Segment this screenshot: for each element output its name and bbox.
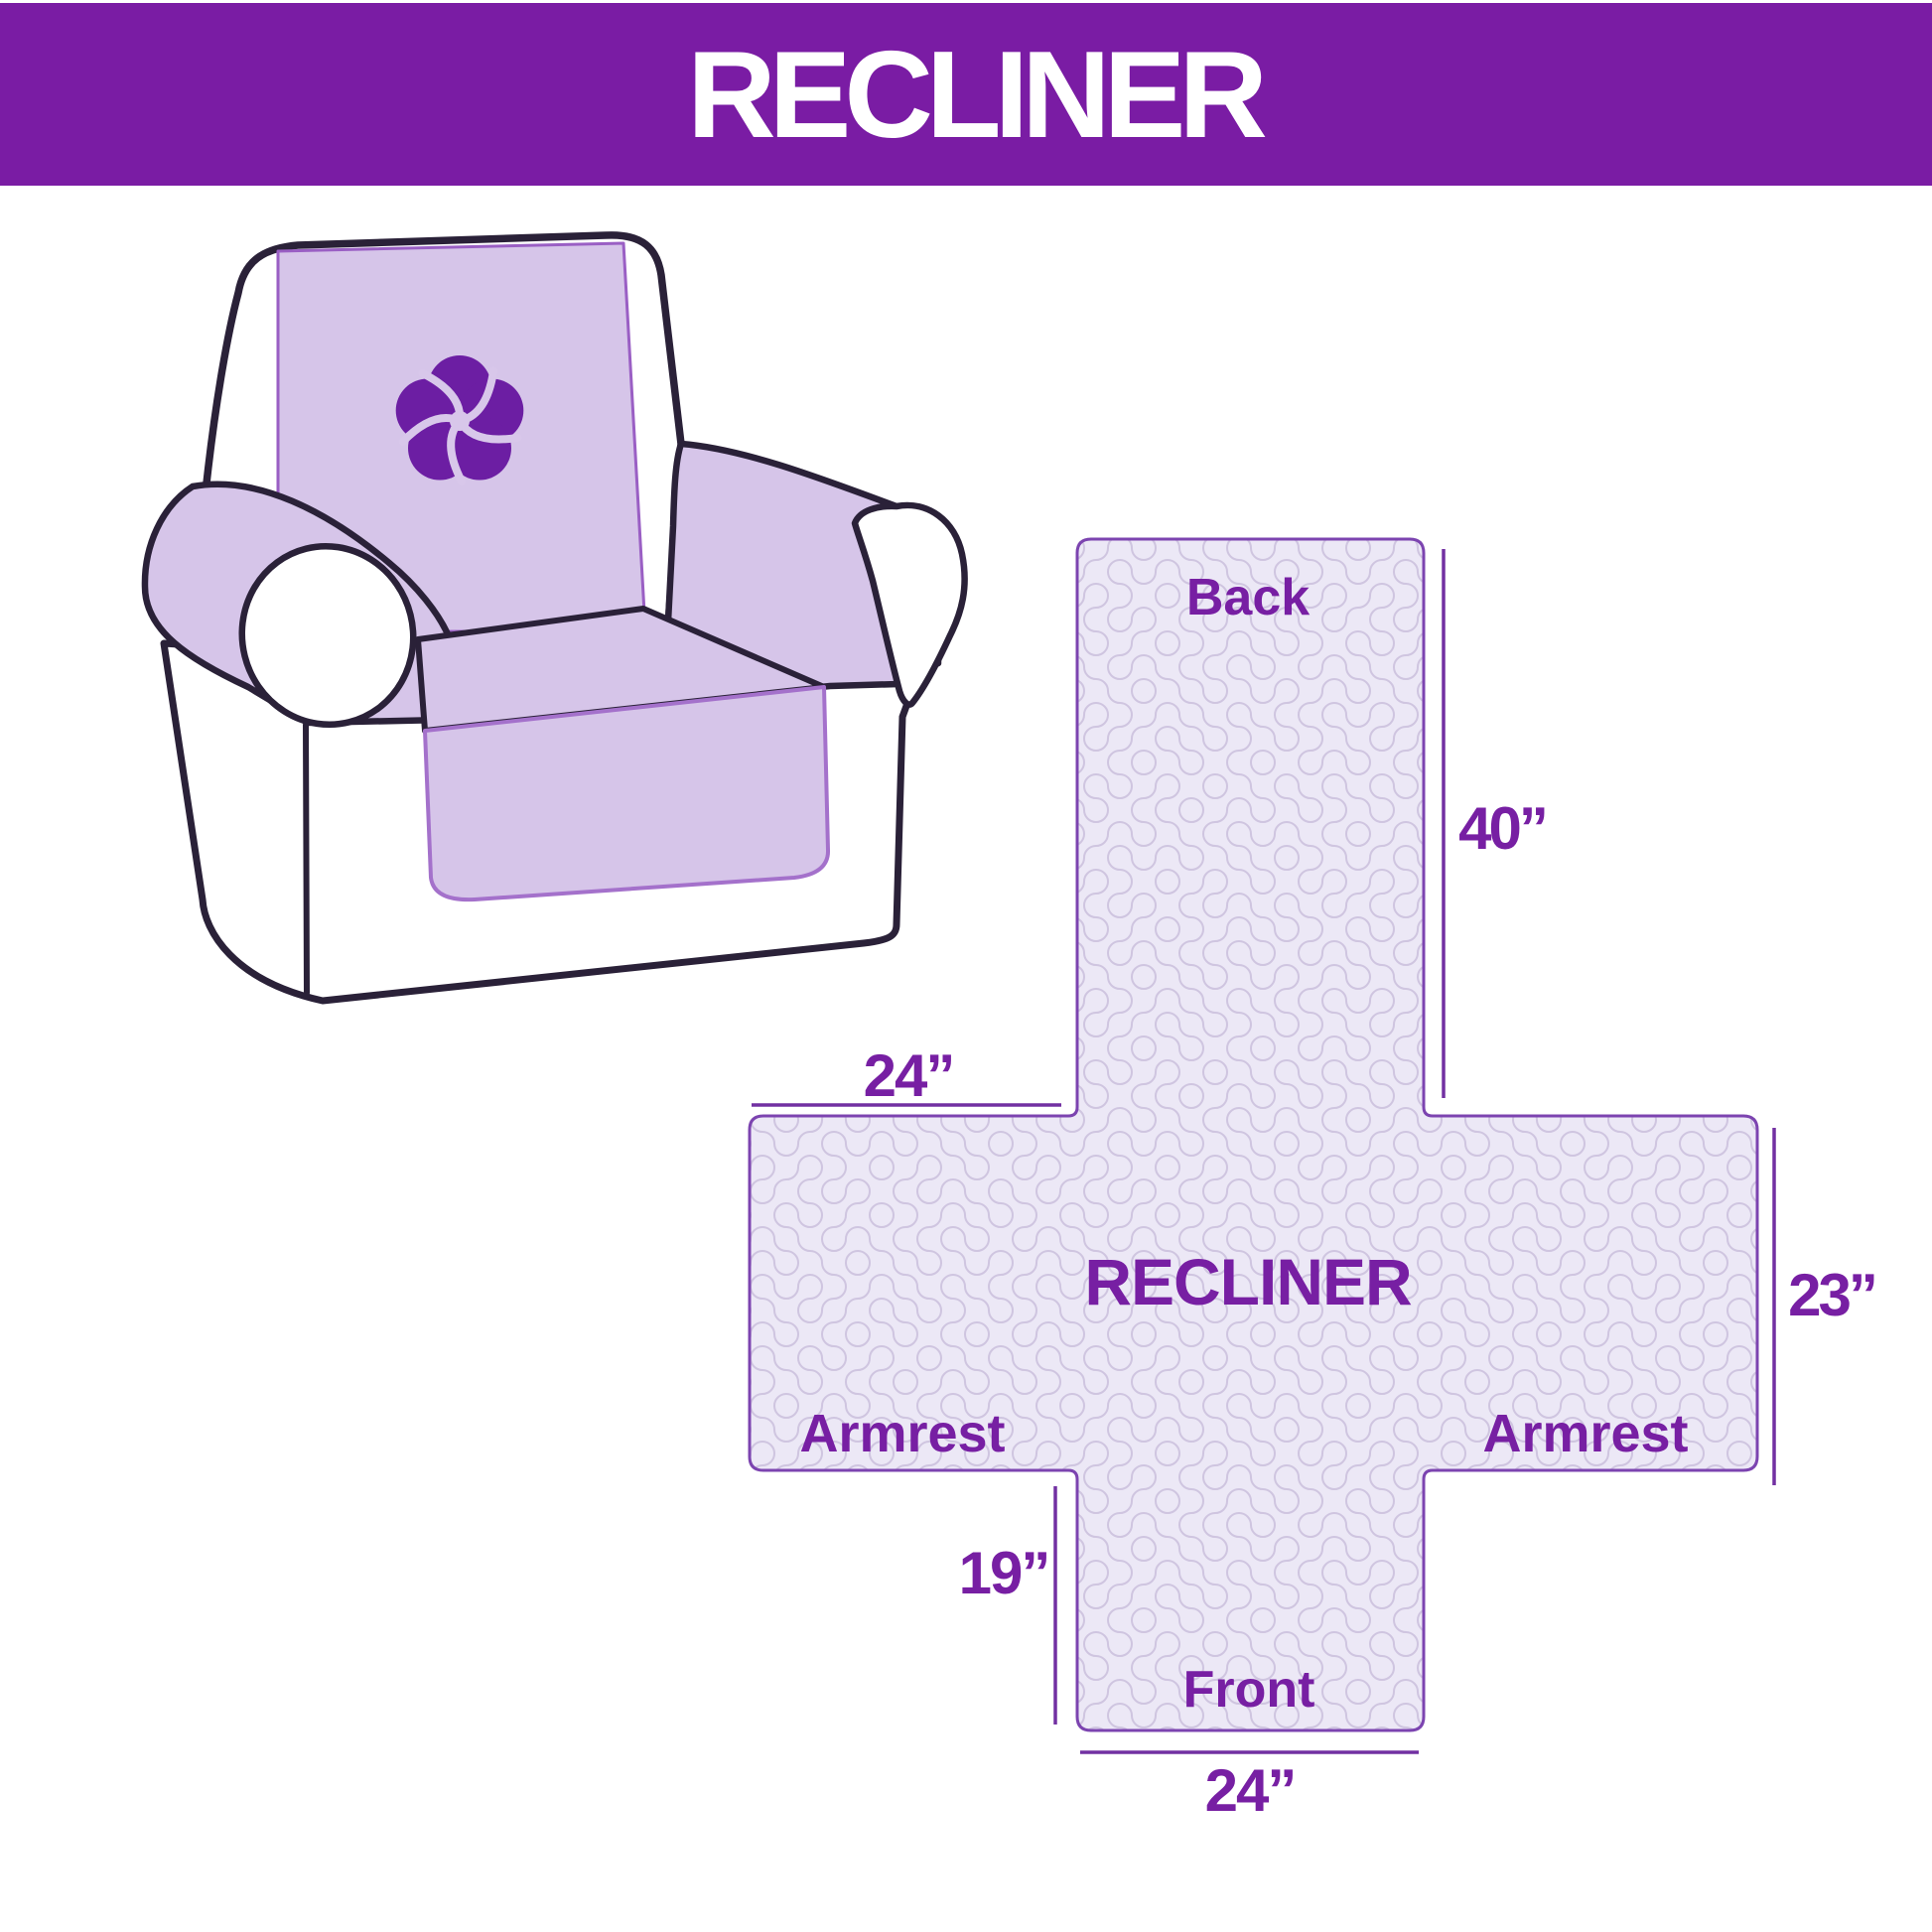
svg-text:19”: 19” [959, 1540, 1049, 1606]
svg-text:Armrest: Armrest [799, 1404, 1005, 1463]
svg-text:23”: 23” [1788, 1262, 1875, 1328]
svg-text:24”: 24” [864, 1042, 954, 1109]
svg-text:24”: 24” [1205, 1757, 1296, 1824]
svg-text:40”: 40” [1458, 795, 1546, 862]
svg-text:RECLINER: RECLINER [1084, 1245, 1412, 1318]
svg-text:RECLINER: RECLINER [687, 27, 1265, 164]
svg-text:Front: Front [1183, 1661, 1315, 1719]
svg-text:Back: Back [1186, 569, 1310, 626]
svg-text:Armrest: Armrest [1482, 1404, 1688, 1463]
